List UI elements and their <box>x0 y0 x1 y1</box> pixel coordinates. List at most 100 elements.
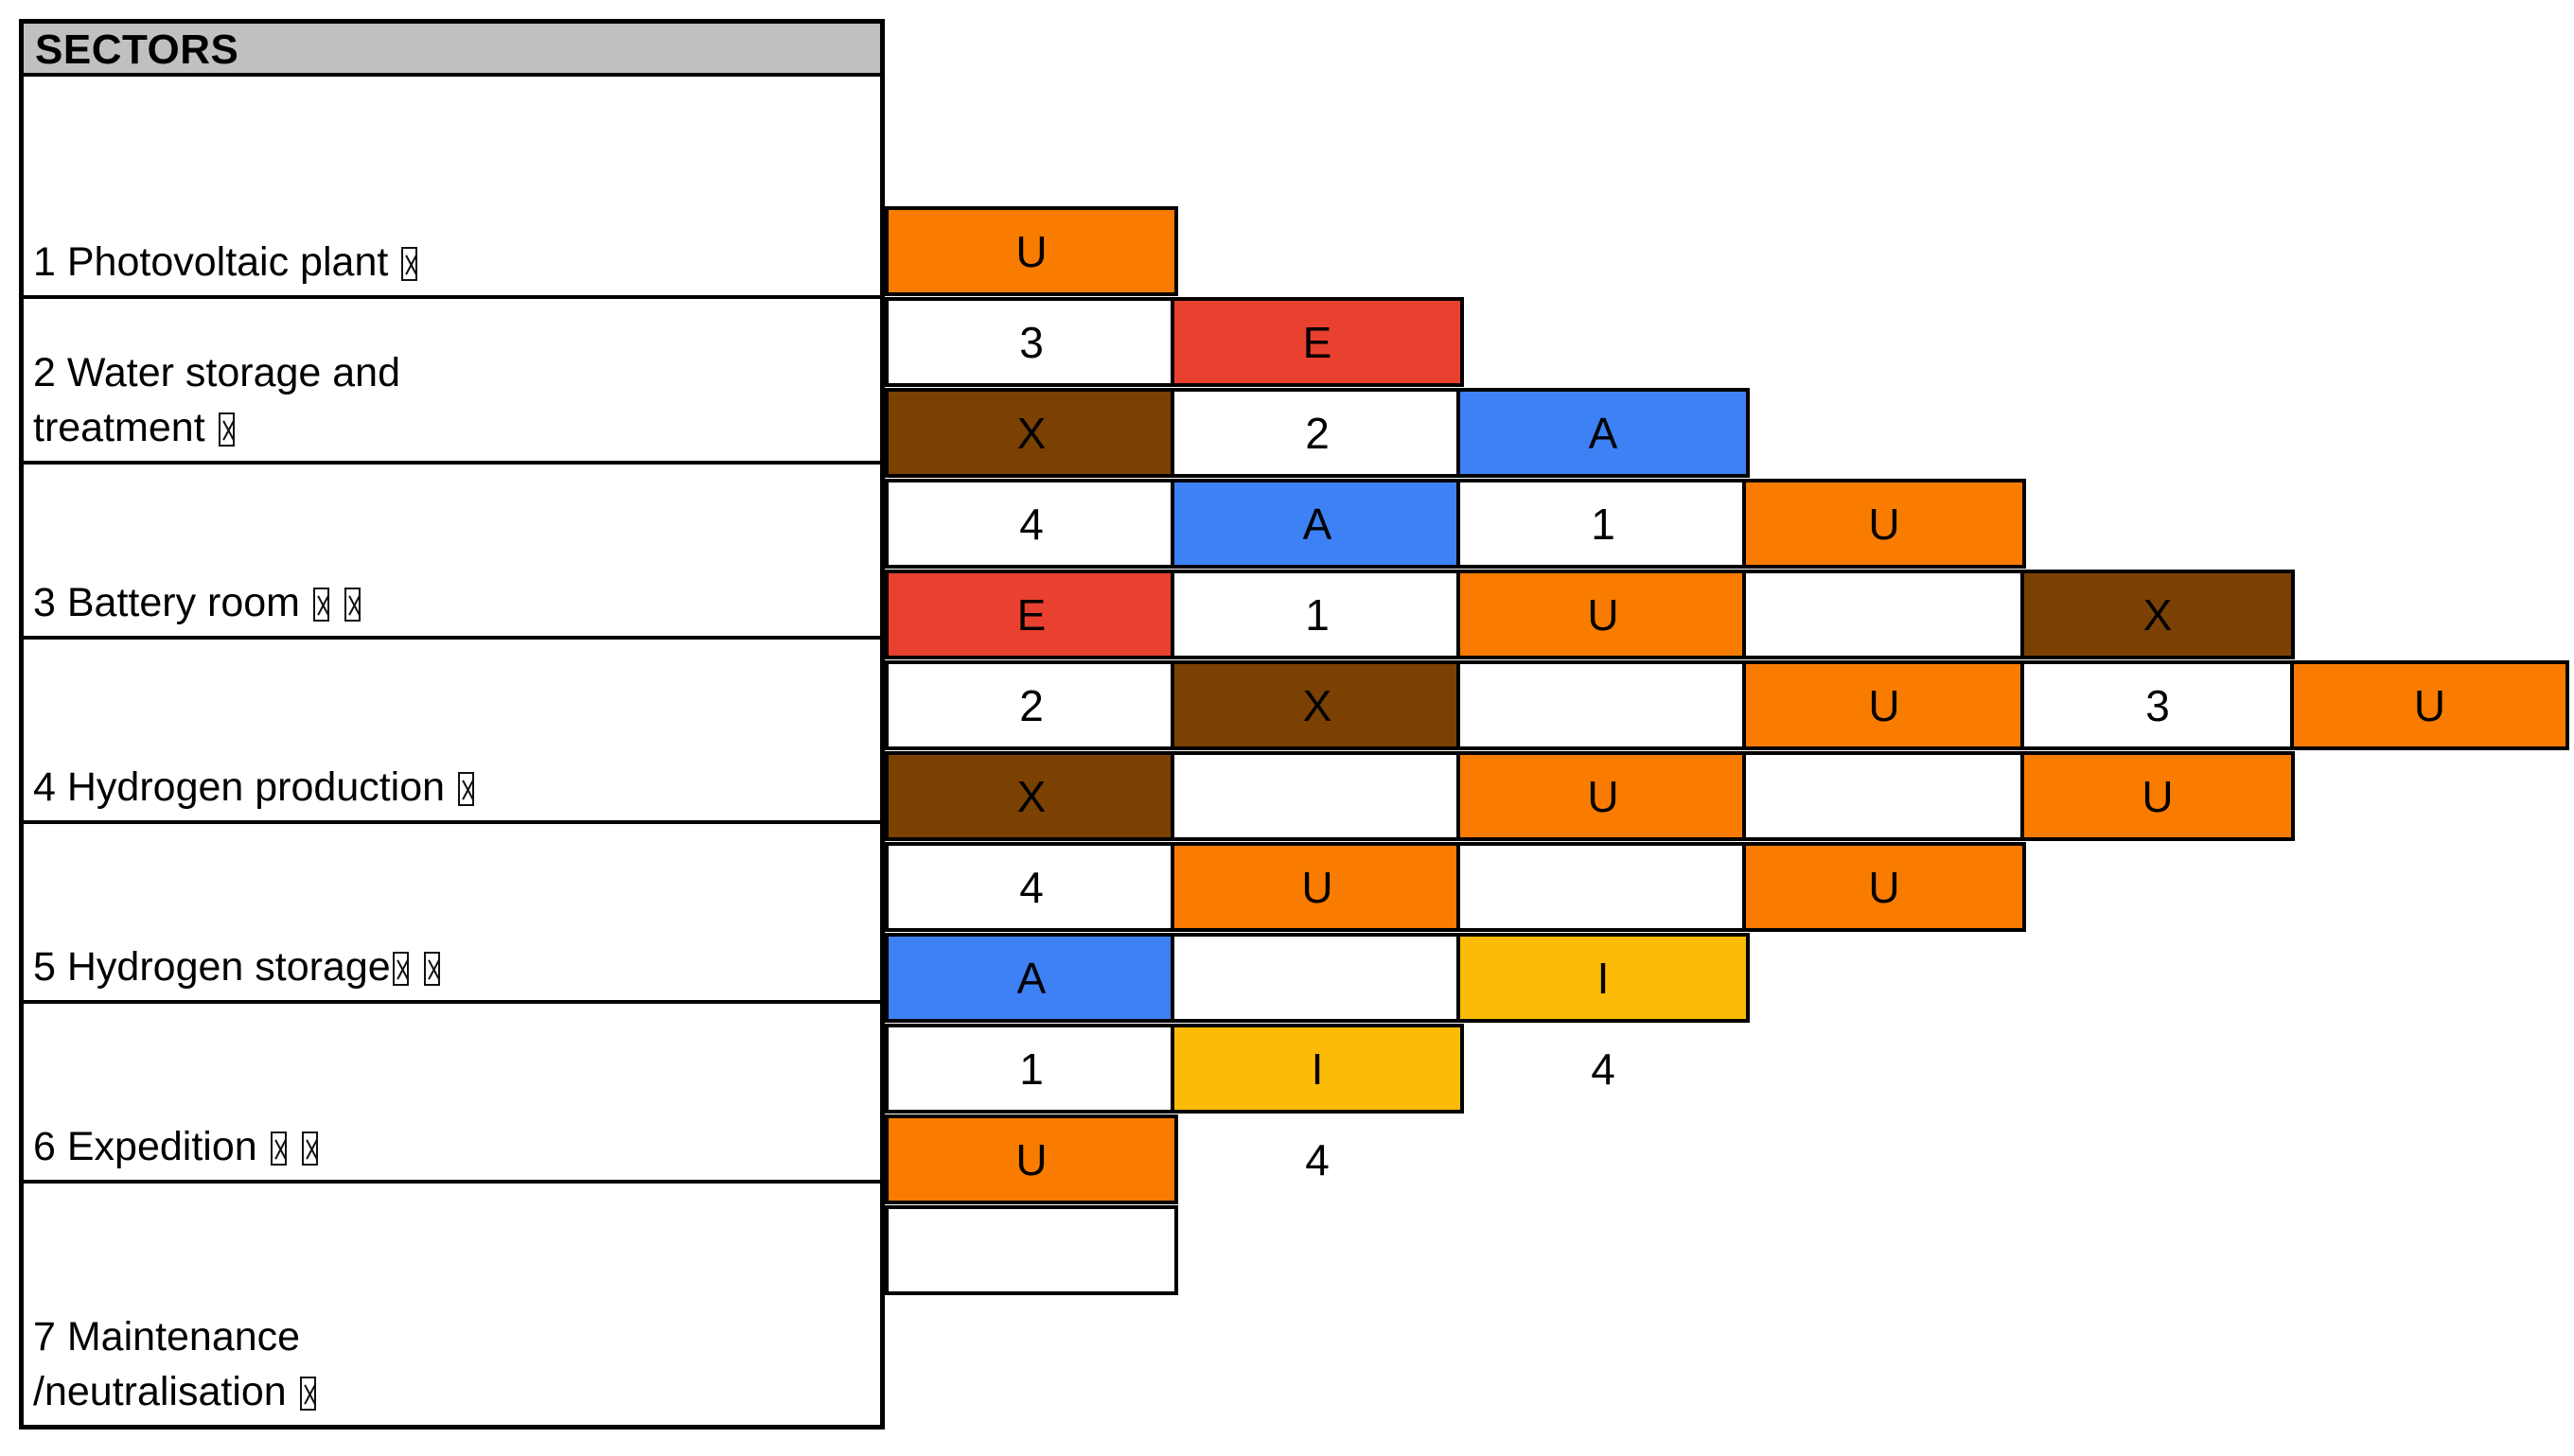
cell-value: 4 <box>1019 862 1044 912</box>
matrix-rating-cell-c6-7[interactable]: U <box>2290 660 2569 750</box>
matrix-rating-cell-c3-5[interactable]: U <box>1456 570 1750 659</box>
matrix-reason-cell-r1-4[interactable]: 2 <box>885 660 1178 750</box>
cell-value: X <box>1016 771 1047 821</box>
cell-value: U <box>1868 862 1900 912</box>
matrix-rating-cell-c2-7[interactable]: I <box>1171 1024 1464 1114</box>
sector-label-line: 5 Hydrogen storage <box>33 939 880 994</box>
cell-value: A <box>1588 408 1618 458</box>
matrix-reason-cell-r3-6[interactable] <box>1456 842 1750 932</box>
cell-value: X <box>1016 408 1047 458</box>
matrix-rating-cell-c2-5[interactable]: X <box>1171 660 1464 750</box>
matrix-reason-cell-r1-7[interactable] <box>885 1205 1178 1295</box>
missing-glyph-icon <box>301 1131 318 1166</box>
sector-label-line: treatment <box>33 400 880 455</box>
sector-row-3: 3 Battery room <box>24 465 880 640</box>
cell-value: I <box>1311 1044 1324 1094</box>
cell-value: U <box>2413 680 2446 730</box>
matrix-rating-cell-c1-5[interactable]: X <box>885 751 1178 841</box>
sector-table: SECTORS 1 Photovoltaic plant 2 Water sto… <box>19 19 885 1430</box>
sector-row-list: 1 Photovoltaic plant 2 Water storage and… <box>24 77 880 1425</box>
cell-value: 4 <box>1305 1134 1330 1184</box>
cell-value: 3 <box>1019 317 1044 367</box>
cell-value: U <box>1015 1134 1048 1184</box>
sector-label-line: 2 Water storage and <box>33 350 401 395</box>
matrix-rating-cell-c1-7[interactable]: U <box>885 1114 1178 1204</box>
matrix-reason-cell-r4-6[interactable] <box>1742 751 2026 841</box>
matrix-rating-cell-c4-6[interactable]: U <box>1742 660 2026 750</box>
matrix-rating-cell-c1-3[interactable]: X <box>885 388 1178 478</box>
missing-glyph-icon <box>312 588 329 622</box>
cell-value: E <box>1016 589 1047 640</box>
cell-value: 1 <box>1019 1044 1044 1094</box>
matrix-reason-cell-r3-4[interactable]: 1 <box>1456 479 1750 569</box>
missing-glyph-icon <box>392 952 409 986</box>
missing-glyph-icon <box>218 412 235 447</box>
sector-label-line: 3 Battery room <box>33 575 880 630</box>
cell-value: I <box>1596 953 1610 1003</box>
sector-row-2: 2 Water storage and treatment <box>24 299 880 465</box>
sector-row-7: 7 Maintenance/neutralisation <box>24 1184 880 1425</box>
cell-value: X <box>1302 680 1332 730</box>
cell-value: U <box>1587 771 1619 821</box>
matrix-rating-cell-c1-6[interactable]: A <box>885 933 1178 1023</box>
matrix-reason-cell-r2-5[interactable] <box>1171 751 1464 841</box>
matrix-reason-cell-r1-6[interactable]: 1 <box>885 1024 1178 1114</box>
matrix-reason-cell-r2-6[interactable] <box>1171 933 1464 1023</box>
missing-glyph-icon <box>458 772 475 806</box>
cell-value: U <box>1868 499 1900 549</box>
cell-value: U <box>1868 680 1900 730</box>
matrix-reason-cell-r1-3[interactable]: 4 <box>885 479 1178 569</box>
sector-label-line: /neutralisation <box>33 1364 880 1419</box>
cell-value: U <box>1015 226 1048 276</box>
matrix-reason-cell-r2-4[interactable]: 1 <box>1171 570 1464 659</box>
matrix-rating-cell-c2-6[interactable]: U <box>1171 842 1464 932</box>
cell-value: U <box>1301 862 1333 912</box>
sector-label-line: 7 Maintenance <box>33 1314 301 1360</box>
matrix-rating-cell-c5-6[interactable]: X <box>2020 570 2295 659</box>
matrix-reason-cell-r1-5[interactable]: 4 <box>885 842 1178 932</box>
sector-row-4: 4 Hydrogen production <box>24 640 880 824</box>
matrix-rating-cell-c5-7[interactable]: U <box>2020 751 2295 841</box>
cell-value: A <box>1016 953 1047 1003</box>
matrix-rating-cell-c4-5[interactable]: U <box>1742 479 2026 569</box>
missing-glyph-icon <box>299 1377 316 1411</box>
cell-value: A <box>1302 499 1332 549</box>
cell-value: 1 <box>1305 589 1330 640</box>
missing-glyph-icon <box>401 247 418 281</box>
cell-value: 3 <box>2145 680 2170 730</box>
matrix-reason-cell-r1-2[interactable]: 3 <box>885 297 1178 387</box>
cell-value: 4 <box>1019 499 1044 549</box>
sector-label-line: 4 Hydrogen production <box>33 760 880 815</box>
matrix-reason-cell-r3-7[interactable]: 4 <box>1456 1024 1750 1114</box>
cell-value: E <box>1302 317 1332 367</box>
matrix-rating-cell-c3-7[interactable]: I <box>1456 933 1750 1023</box>
sector-label-line: 6 Expedition <box>33 1119 880 1174</box>
cell-value: 2 <box>1019 680 1044 730</box>
matrix-reason-cell-r2-3[interactable]: 2 <box>1171 388 1464 478</box>
cell-value: U <box>2142 771 2174 821</box>
sector-row-6: 6 Expedition <box>24 1004 880 1184</box>
missing-glyph-icon <box>344 588 361 622</box>
cell-value: X <box>2142 589 2173 640</box>
missing-glyph-icon <box>270 1131 287 1166</box>
sector-label-line: 1 Photovoltaic plant <box>33 235 880 289</box>
cell-value: 1 <box>1591 499 1615 549</box>
matrix-reason-cell-r5-6[interactable]: 3 <box>2020 660 2295 750</box>
matrix-rating-cell-c2-3[interactable]: E <box>1171 297 1464 387</box>
cell-value: U <box>1587 589 1619 640</box>
page-title: SECTORS <box>24 24 880 77</box>
matrix-rating-cell-c1-4[interactable]: E <box>885 570 1178 659</box>
matrix-reason-cell-r3-5[interactable] <box>1456 660 1750 750</box>
matrix-rating-cell-c1-2[interactable]: U <box>885 206 1178 296</box>
matrix-reason-cell-r2-7[interactable]: 4 <box>1171 1114 1464 1204</box>
matrix-rating-cell-c3-6[interactable]: U <box>1456 751 1750 841</box>
matrix-rating-cell-c4-7[interactable]: U <box>1742 842 2026 932</box>
missing-glyph-icon <box>423 952 440 986</box>
matrix-rating-cell-c2-4[interactable]: A <box>1171 479 1464 569</box>
sector-row-5: 5 Hydrogen storage <box>24 824 880 1004</box>
matrix-rating-cell-c3-4[interactable]: A <box>1456 388 1750 478</box>
matrix-reason-cell-r4-5[interactable] <box>1742 570 2026 659</box>
sector-row-1: 1 Photovoltaic plant <box>24 77 880 299</box>
